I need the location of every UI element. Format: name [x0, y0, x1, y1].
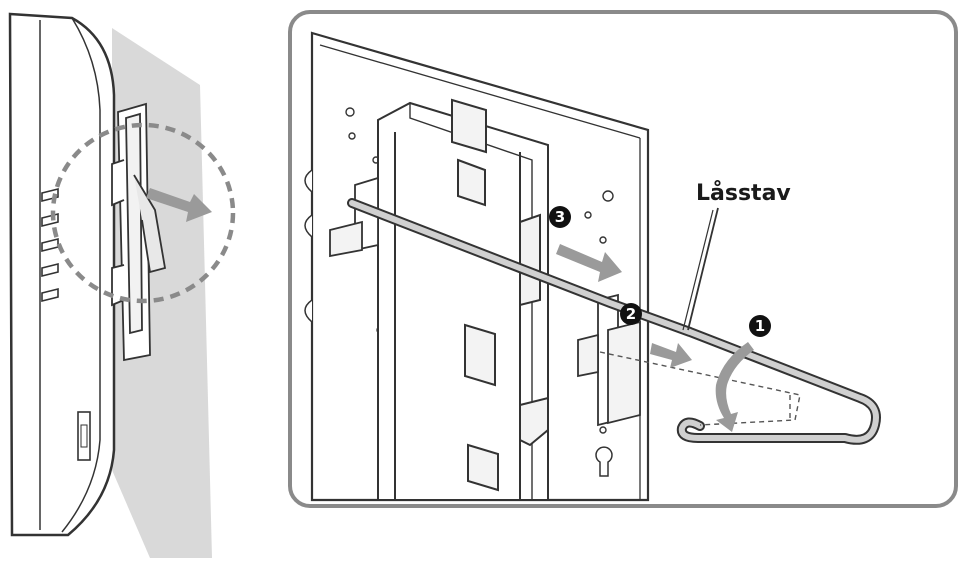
lock-rod-leader-line [687, 207, 719, 331]
badge-step-2: 2 [620, 303, 642, 325]
arrow-step-1-rotate [715, 342, 754, 432]
tv-back-curve [61, 17, 101, 533]
right-rod-clip [577, 293, 641, 427]
channel-bracket [377, 98, 549, 501]
left-rod-clip [329, 176, 379, 258]
lock-rod-label: Låsstav [696, 180, 791, 206]
overview-bracket [111, 102, 167, 362]
keyhole-slot [595, 446, 613, 477]
arrow-step-2 [650, 343, 692, 368]
lock-rod [347, 198, 881, 445]
pull-out-arrow-small [146, 188, 212, 222]
badge-step-1-number: 1 [755, 317, 765, 335]
badge-step-3: 3 [549, 206, 571, 228]
badge-step-2-number: 2 [626, 305, 636, 323]
plate-notches [304, 169, 313, 323]
detail-panel: Låsstav 3 2 1 [288, 10, 958, 508]
arrow-step-3 [556, 244, 622, 282]
detail-magnifier-circle [50, 122, 236, 304]
overview-panel [8, 12, 236, 558]
badge-step-3-number: 3 [555, 208, 565, 226]
badge-step-1: 1 [749, 315, 771, 337]
